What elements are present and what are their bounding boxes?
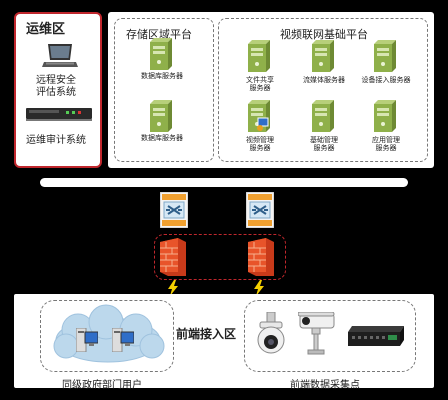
backbone-link bbox=[40, 178, 408, 187]
server-icon bbox=[150, 38, 172, 70]
server-icon bbox=[312, 100, 334, 132]
server-icon bbox=[374, 100, 396, 132]
storage-zone-title: 存储区域平台 bbox=[126, 28, 192, 41]
laptop-icon bbox=[42, 42, 78, 70]
audit-appliance-icon bbox=[26, 107, 92, 121]
server-icon bbox=[374, 40, 396, 72]
firewall-icon-left bbox=[160, 238, 186, 276]
server-icon bbox=[248, 40, 270, 72]
ops-zone-title: 运维区 bbox=[26, 22, 66, 37]
cloud-icon bbox=[48, 304, 168, 368]
gov-users-label: 同级政府部门用户 bbox=[62, 380, 142, 391]
video-zone bbox=[218, 18, 428, 162]
lightning-icon-right bbox=[254, 280, 264, 296]
dome-camera-icon bbox=[254, 312, 288, 354]
terminal-icon-left bbox=[76, 328, 98, 352]
dvr-device-icon bbox=[346, 322, 406, 350]
lightning-icon-left bbox=[168, 280, 178, 296]
server-icon bbox=[248, 100, 270, 132]
switch-icon-left bbox=[160, 192, 188, 228]
remote-system-label: 远程安全 评估系统 bbox=[36, 75, 76, 98]
data-collection-zone bbox=[244, 300, 416, 372]
storage-zone bbox=[114, 18, 214, 162]
audit-system-label: 运维审计系统 bbox=[26, 135, 86, 146]
database-server-2-label: 数据库服务器 bbox=[141, 134, 183, 142]
file-share-server-label: 文件共享 服务器 bbox=[246, 76, 274, 92]
video-zone-title: 视频联网基础平台 bbox=[280, 28, 368, 41]
front-zone-title: 前端接入区 bbox=[176, 327, 237, 341]
ops-zone-panel: 运维区 远程安全 评估系统 运维审计系统 bbox=[14, 12, 102, 168]
app-management-server-label: 应用管理 服务器 bbox=[372, 136, 400, 152]
switch-icon-right bbox=[246, 192, 274, 228]
bullet-camera-icon bbox=[298, 312, 338, 356]
terminal-icon-right bbox=[112, 328, 134, 352]
gov-users-zone bbox=[40, 300, 174, 372]
basic-management-server-label: 基础管理 服务器 bbox=[310, 136, 338, 152]
firewall-icon-right bbox=[248, 238, 274, 276]
server-icon bbox=[312, 40, 334, 72]
device-access-server-label: 设备接入服务器 bbox=[361, 76, 411, 84]
video-management-server-label: 视频管理 服务器 bbox=[246, 136, 274, 152]
streaming-server-label: 流媒体服务器 bbox=[303, 76, 345, 84]
firewall-zone bbox=[154, 234, 286, 280]
collection-point-label: 前端数据采集点 bbox=[290, 380, 360, 391]
server-icon bbox=[150, 100, 172, 132]
database-server-1-label: 数据库服务器 bbox=[141, 72, 183, 80]
